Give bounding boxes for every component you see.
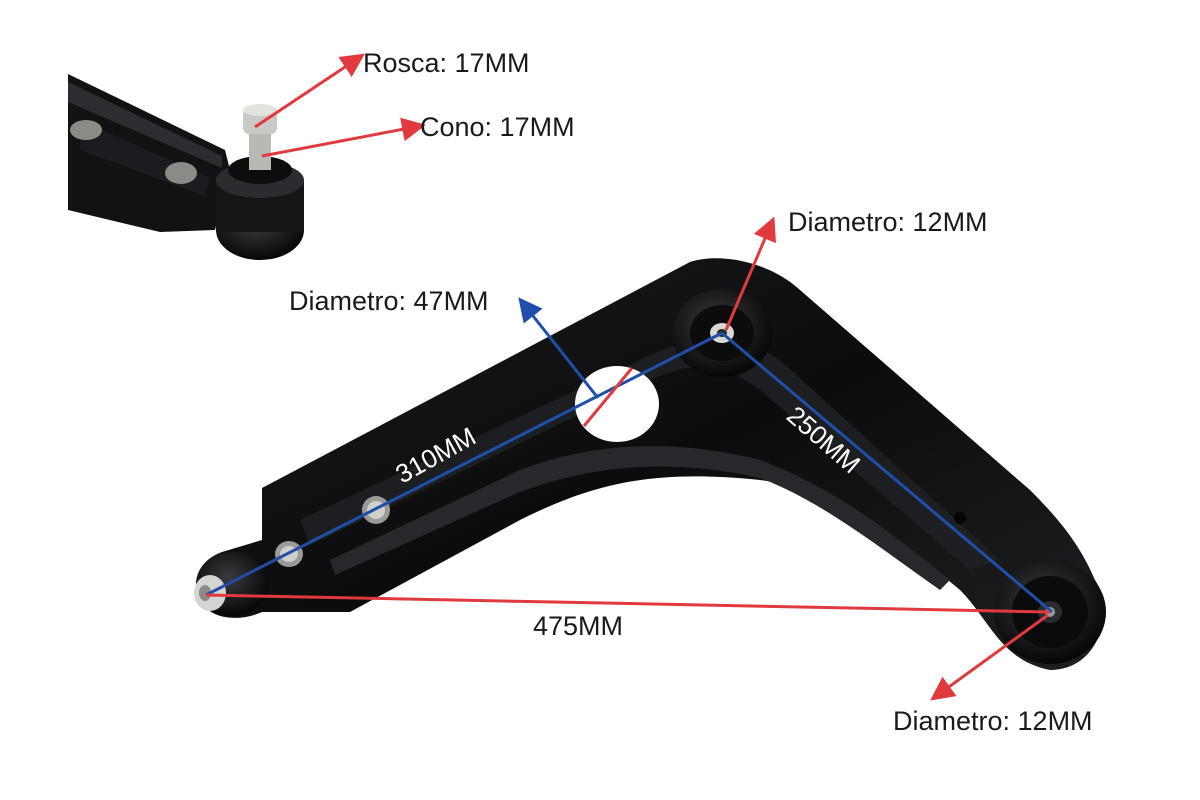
left-ball-joint bbox=[194, 552, 268, 616]
arrow-cono bbox=[261, 117, 426, 158]
dim-line-475 bbox=[205, 593, 1051, 614]
dim-line-250 bbox=[721, 331, 1053, 614]
label-475: 475MM bbox=[533, 611, 623, 641]
center-hole bbox=[575, 366, 659, 442]
label-cono: Cono: 17MM bbox=[420, 112, 575, 142]
label-diametro-top: Diametro: 12MM bbox=[788, 207, 988, 237]
label-diametro-hole: Diametro: 47MM bbox=[289, 286, 489, 316]
label-rosca: Rosca: 17MM bbox=[363, 48, 530, 78]
ball-joint-icon bbox=[68, 74, 304, 260]
control-arm-icon bbox=[194, 258, 1106, 670]
arrow-diametro-bottom bbox=[930, 613, 1049, 701]
ball-joint-inset bbox=[68, 74, 304, 260]
dim-line-47-pointer bbox=[518, 297, 600, 399]
arrow-diametro-top bbox=[724, 216, 776, 331]
hole-diameter-line bbox=[582, 367, 634, 427]
dim-line-310 bbox=[205, 331, 723, 597]
label-diametro-bottom: Diametro: 12MM bbox=[893, 706, 1093, 736]
arrow-rosca bbox=[254, 53, 365, 129]
